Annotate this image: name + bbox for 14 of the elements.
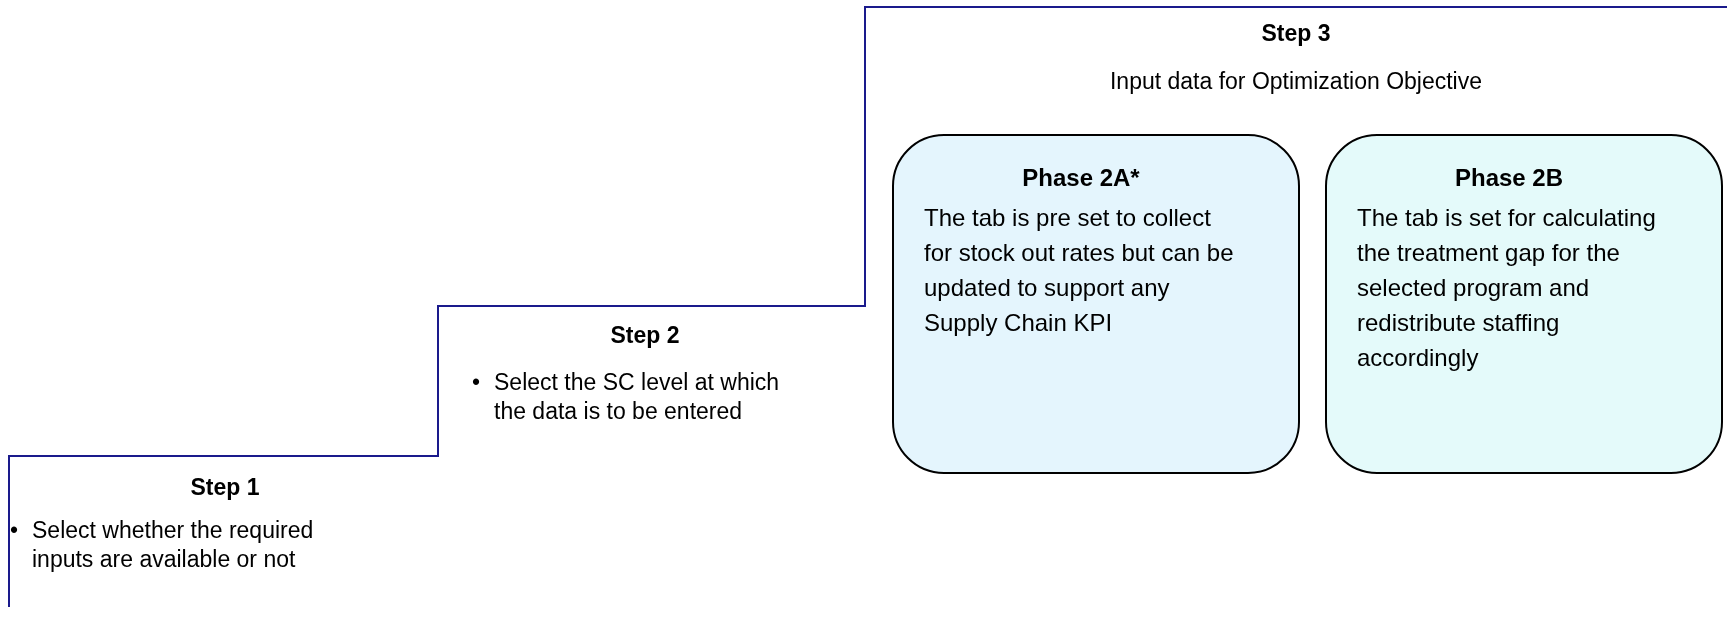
bullet-text: Select whether the required inputs are available or not xyxy=(32,516,315,574)
phase-card xyxy=(1325,134,1723,474)
step-heading: Step 1 xyxy=(189,474,261,501)
step-subtitle: Input data for Optimization Objective xyxy=(1109,68,1483,95)
bullet-marker: • xyxy=(472,368,481,397)
bullet-marker: • xyxy=(10,516,19,545)
phase-card xyxy=(892,134,1300,474)
card-text: The tab is set for calculating the treatment gap for the selected program and redistribute staffing accordingly xyxy=(1357,203,1657,373)
step-heading: Step 2 xyxy=(609,322,681,349)
card-heading: Phase 2A* xyxy=(1021,164,1141,192)
bullet-text: Select the SC level at which the data is to be entered xyxy=(494,368,781,426)
card-text: The tab is pre set to collect for stock out rates but can be updated to support any Supply Chain KPI xyxy=(924,203,1235,338)
step-heading: Step 3 xyxy=(1260,20,1332,47)
card-heading: Phase 2B xyxy=(1453,164,1565,192)
